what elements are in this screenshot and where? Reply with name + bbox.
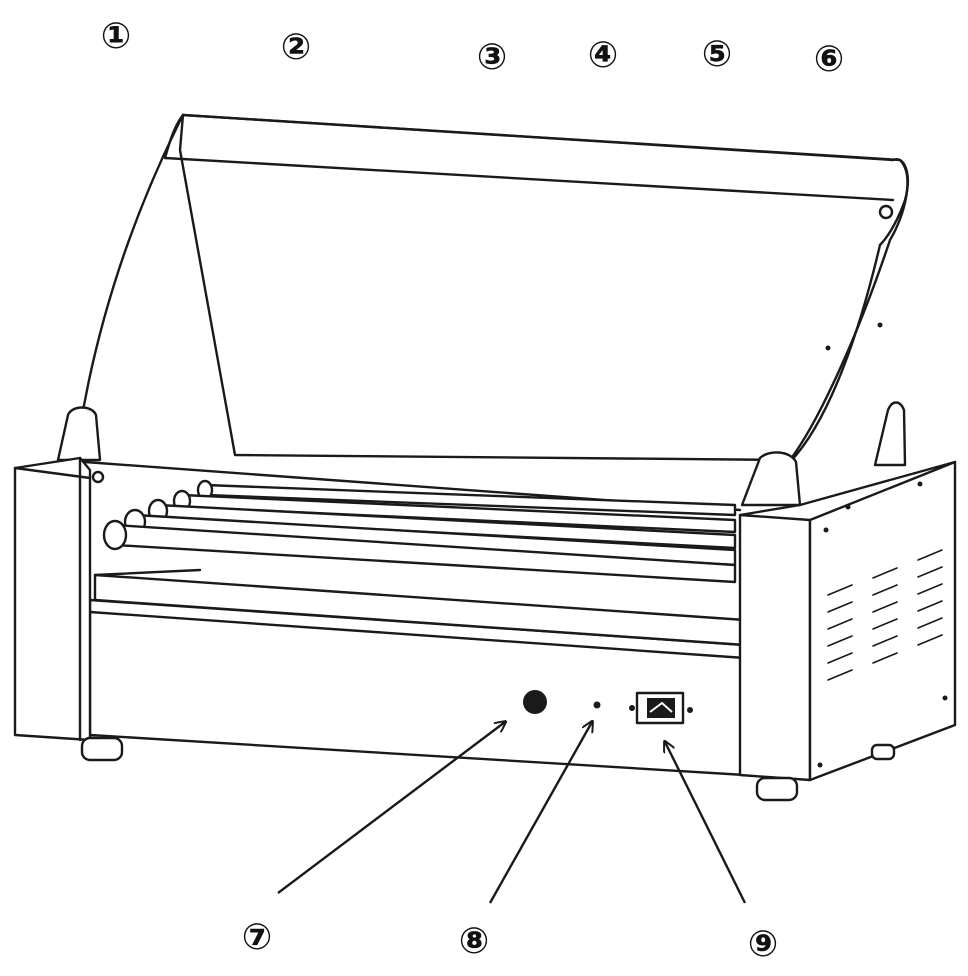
front-controls xyxy=(523,690,693,725)
leader-arrows xyxy=(277,722,747,904)
callout-2: ② xyxy=(280,27,312,68)
callout-6: ⑥ xyxy=(813,39,845,80)
arrow-9 xyxy=(665,742,747,904)
arrow-7 xyxy=(277,722,505,894)
sneeze-guard xyxy=(76,113,909,464)
temperature-knob xyxy=(523,690,547,714)
power-inlet xyxy=(629,691,693,725)
left-side-column xyxy=(13,456,124,762)
callout-4: ④ xyxy=(587,35,619,76)
arrow-8 xyxy=(488,722,592,904)
left-guard-bracket xyxy=(56,406,105,484)
callout-3: ③ xyxy=(476,37,508,78)
callout-8: ⑧ xyxy=(458,921,490,962)
right-guard-bracket xyxy=(740,401,907,507)
callout-7: ⑦ xyxy=(241,917,273,958)
indicator-light xyxy=(593,701,601,709)
right-side-column xyxy=(738,460,957,802)
callout-5: ⑤ xyxy=(701,34,733,75)
callout-9: ⑨ xyxy=(747,924,779,965)
callout-1: ① xyxy=(100,16,132,57)
rollers xyxy=(102,479,737,584)
